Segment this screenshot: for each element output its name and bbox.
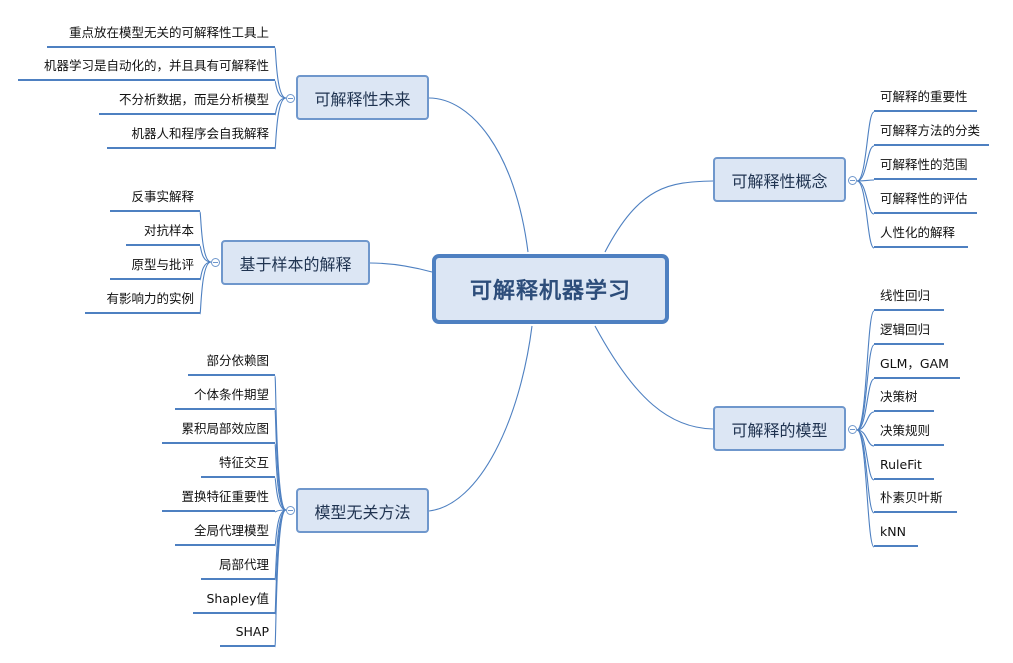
connector-line (274, 375, 287, 511)
collapse-icon[interactable] (211, 258, 220, 267)
leaf-node[interactable]: 累积局部效应图 (162, 418, 275, 444)
leaf-node[interactable]: 可解释性的评估 (874, 188, 977, 214)
connector-line (856, 411, 875, 431)
leaf-node[interactable]: 决策规则 (874, 420, 944, 446)
collapse-icon[interactable] (286, 506, 295, 515)
leaf-node[interactable]: 朴素贝叶斯 (874, 487, 957, 513)
leaf-node[interactable]: 机器学习是自动化的，并且具有可解释性 (18, 55, 275, 81)
leaf-node[interactable]: 置换特征重要性 (162, 486, 275, 512)
connector-line (199, 211, 212, 263)
leaf-node[interactable]: 逻辑回归 (874, 319, 944, 345)
connector-line (274, 443, 287, 511)
branch-interpretable-models[interactable]: 可解释的模型 (713, 406, 846, 451)
connector-line (856, 378, 875, 431)
leaf-node[interactable]: 有影响力的实例 (85, 288, 200, 314)
leaf-node[interactable]: 不分析数据，而是分析模型 (99, 89, 275, 115)
central-topic[interactable]: 可解释机器学习 (432, 254, 669, 324)
connector-line (856, 111, 875, 182)
leaf-node[interactable]: RuleFit (874, 454, 934, 480)
branch-interpretability-future[interactable]: 可解释性未来 (296, 75, 429, 120)
branch-example-based-explanation[interactable]: 基于样本的解释 (221, 240, 370, 285)
connector-line (856, 310, 875, 431)
connector-line (274, 80, 287, 99)
leaf-node[interactable]: 原型与批评 (110, 254, 200, 280)
leaf-node[interactable]: 可解释的重要性 (874, 86, 977, 112)
connector-line (274, 409, 287, 511)
collapse-icon[interactable] (848, 425, 857, 434)
leaf-node[interactable]: 决策树 (874, 386, 934, 412)
leaf-node[interactable]: 对抗样本 (126, 220, 200, 246)
connector-line (428, 325, 533, 512)
leaf-node[interactable]: 个体条件期望 (175, 384, 275, 410)
leaf-node[interactable]: 人性化的解释 (874, 222, 968, 248)
leaf-node[interactable]: 反事实解释 (110, 186, 200, 212)
connector-line (274, 97, 287, 150)
connector-line (274, 509, 287, 648)
leaf-node[interactable]: 局部代理 (201, 554, 275, 580)
connector-line (604, 180, 714, 253)
branch-model-agnostic-methods[interactable]: 模型无关方法 (296, 488, 429, 533)
leaf-node[interactable]: SHAP (220, 621, 275, 647)
leaf-node[interactable]: Shapley值 (193, 588, 275, 614)
connector-line (856, 180, 875, 249)
connector-line (199, 245, 212, 263)
leaf-node[interactable]: 特征交互 (201, 452, 275, 478)
leaf-node[interactable]: 可解释方法的分类 (874, 120, 989, 146)
leaf-node[interactable]: 重点放在模型无关的可解释性工具上 (47, 22, 275, 48)
leaf-node[interactable]: GLM，GAM (874, 353, 960, 379)
leaf-node[interactable]: 线性回归 (874, 285, 944, 311)
leaf-node[interactable]: 可解释性的范围 (874, 154, 977, 180)
connector-line (856, 429, 875, 548)
leaf-node[interactable]: 全局代理模型 (175, 520, 275, 546)
connector-line (274, 477, 287, 511)
connector-line (856, 179, 875, 182)
collapse-icon[interactable] (286, 94, 295, 103)
connector-line (856, 344, 875, 431)
leaf-node[interactable]: kNN (874, 521, 918, 547)
connector-line (856, 145, 875, 182)
connector-line (428, 97, 529, 253)
collapse-icon[interactable] (848, 176, 857, 185)
connector-line (369, 262, 433, 273)
leaf-node[interactable]: 机器人和程序会自我解释 (107, 123, 275, 149)
leaf-node[interactable]: 部分依赖图 (188, 350, 275, 376)
branch-interpretability-concept[interactable]: 可解释性概念 (713, 157, 846, 202)
connector-line (274, 47, 287, 99)
connector-line (594, 325, 714, 430)
connector-line (199, 261, 212, 315)
